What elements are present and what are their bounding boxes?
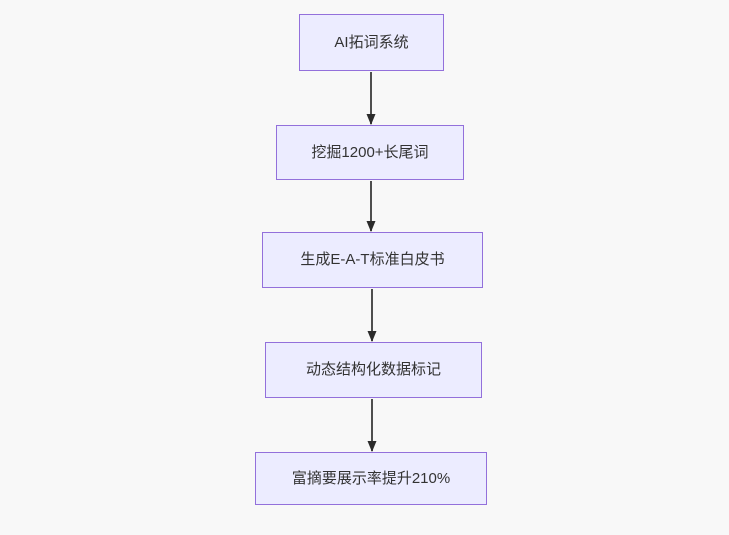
node-label: AI拓词系统 xyxy=(334,33,409,51)
flow-node-ai-keyword-system: AI拓词系统 xyxy=(299,14,444,71)
flow-node-rich-snippet-result: 富摘要展示率提升210% xyxy=(255,452,487,505)
node-label: 富摘要展示率提升210% xyxy=(291,469,451,487)
flow-node-longtail-mining: 挖掘1200+长尾词 xyxy=(276,125,464,180)
node-label: 挖掘1200+长尾词 xyxy=(311,143,429,161)
node-label: 动态结构化数据标记 xyxy=(305,361,441,378)
node-label: 生成E-A-T标准白皮书 xyxy=(300,251,445,268)
flow-node-structured-data-markup: 动态结构化数据标记 xyxy=(265,342,482,398)
flow-node-eat-whitepaper: 生成E-A-T标准白皮书 xyxy=(262,232,483,288)
